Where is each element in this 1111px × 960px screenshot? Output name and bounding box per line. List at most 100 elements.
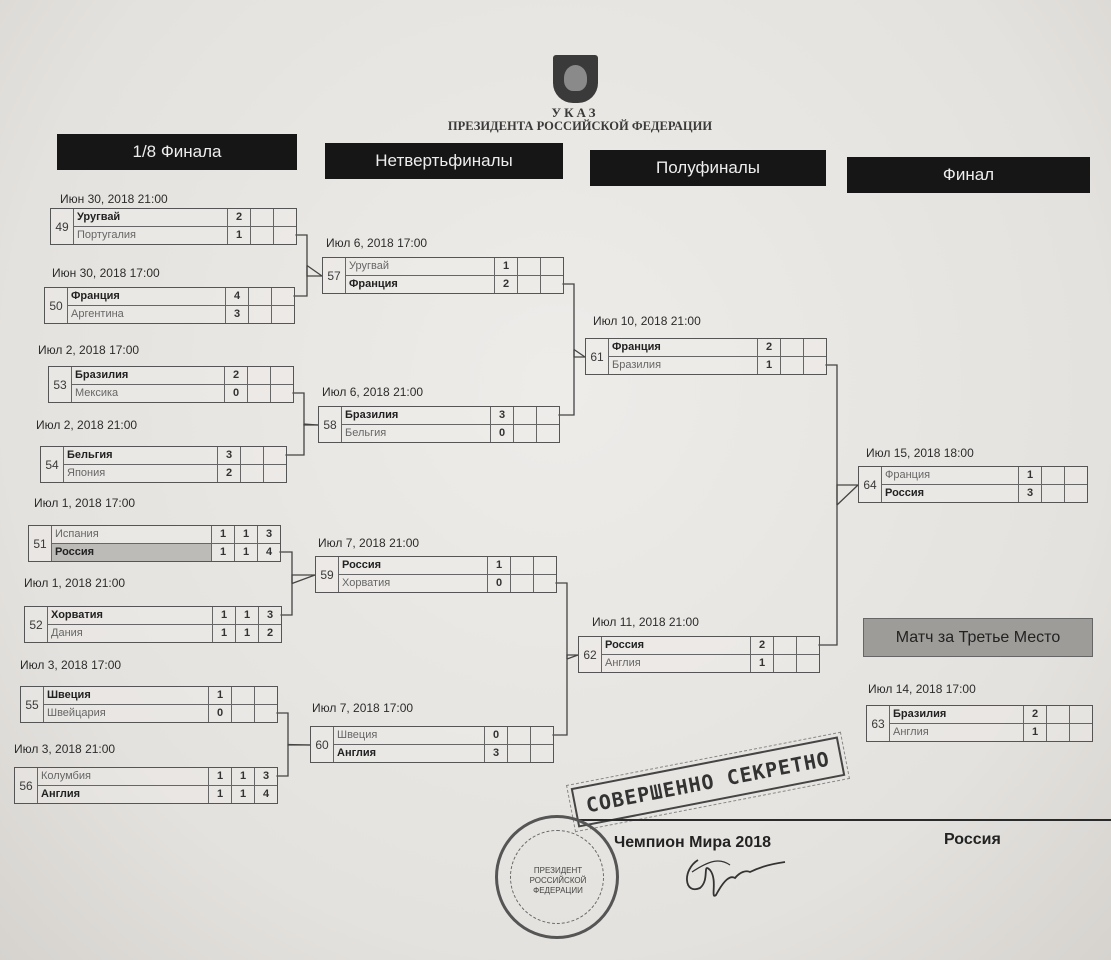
- score-cell: 4: [254, 786, 277, 803]
- match-date: Июл 10, 2018 21:00: [593, 314, 701, 328]
- score-cell: [513, 425, 536, 442]
- match-date: Июл 11, 2018 21:00: [592, 615, 699, 629]
- score-cell: 2: [1023, 706, 1046, 723]
- score-cell: 1: [211, 526, 234, 543]
- team-name: Аргентина: [71, 308, 124, 320]
- score-cell: 1: [235, 607, 258, 624]
- score-cell: [517, 276, 540, 293]
- document-subtitle: ПРЕЗИДЕНТА РОССИЙСКОЙ ФЕДЕРАЦИИ: [447, 119, 713, 133]
- score-cell: [533, 575, 556, 592]
- connector-line: [291, 574, 315, 584]
- score-cell: [533, 557, 556, 574]
- score-cell: [803, 357, 826, 374]
- score-cell: 4: [225, 288, 248, 305]
- score-cell: [254, 687, 277, 704]
- team-row: Бразилия 2: [890, 706, 1092, 723]
- seal-text: ПРЕЗИДЕНТ РОССИЙСКОЙ ФЕДЕРАЦИИ: [529, 866, 587, 895]
- presidential-seal: ПРЕЗИДЕНТ РОССИЙСКОЙ ФЕДЕРАЦИИ: [495, 815, 619, 939]
- score-cell: [513, 407, 536, 424]
- score-cell: [536, 425, 559, 442]
- match-number: 54: [41, 447, 64, 482]
- score-cell: 1: [234, 526, 257, 543]
- score-cell: [240, 465, 263, 482]
- match-number: 59: [316, 557, 339, 592]
- score-cell: [250, 227, 273, 244]
- team-name: Бельгия: [345, 427, 387, 439]
- connector-line: [287, 744, 310, 746]
- score-cell: [270, 367, 293, 384]
- score-cell: 1: [231, 768, 254, 785]
- team-name: Россия: [342, 559, 382, 571]
- connector-line: [558, 283, 575, 416]
- match-number: 55: [21, 687, 44, 722]
- score-cell: [1064, 485, 1087, 502]
- score-cell: 0: [487, 575, 510, 592]
- team-name: Бразилия: [75, 369, 129, 381]
- score-cell: 2: [217, 465, 240, 482]
- champion-divider: [578, 819, 1111, 821]
- connector-line: [836, 484, 859, 506]
- round-header-final: Финал: [847, 157, 1090, 193]
- match-number: 51: [29, 526, 52, 561]
- score-cell: [510, 557, 533, 574]
- score-cell: [780, 357, 803, 374]
- score-cell: 3: [225, 306, 248, 323]
- match-date: Июл 14, 2018 17:00: [868, 682, 976, 696]
- score-cell: 1: [212, 625, 235, 642]
- team-name: Англия: [893, 726, 929, 738]
- score-cell: 1: [234, 544, 257, 561]
- score-cell: 1: [212, 607, 235, 624]
- score-cell: 2: [227, 209, 250, 226]
- score-cell: [1041, 485, 1064, 502]
- score-cell: 1: [235, 625, 258, 642]
- score-cell: [231, 687, 254, 704]
- signature: [686, 859, 786, 897]
- score-cell: [536, 407, 559, 424]
- match-number: 61: [586, 339, 609, 374]
- connector-line: [306, 264, 323, 277]
- score-cell: [773, 637, 796, 654]
- score-cell: 2: [757, 339, 780, 356]
- score-cell: [796, 637, 819, 654]
- score-cell: 3: [257, 526, 280, 543]
- score-cell: 3: [217, 447, 240, 464]
- team-name: Бразилия: [893, 708, 947, 720]
- match-number: 50: [45, 288, 68, 323]
- score-cell: [517, 258, 540, 275]
- score-cell: 1: [211, 544, 234, 561]
- match-number: 58: [319, 407, 342, 442]
- score-cell: [1069, 706, 1092, 723]
- score-cell: [1069, 724, 1092, 741]
- champion-label: Чемпион Мира 2018: [614, 834, 772, 851]
- connector-line: [573, 349, 585, 358]
- team-name: Дания: [51, 627, 83, 639]
- score-cell: [248, 306, 271, 323]
- team-name: Россия: [605, 639, 645, 651]
- score-cell: 1: [208, 786, 231, 803]
- team-name: Англия: [337, 747, 377, 759]
- match-date: Июл 1, 2018 21:00: [24, 576, 126, 590]
- team-name: Бразилия: [345, 409, 399, 421]
- team-name: Швеция: [47, 689, 91, 701]
- score-cell: [273, 209, 296, 226]
- team-name: Франция: [71, 290, 120, 302]
- match-date: Июл 2, 2018 21:00: [36, 418, 138, 432]
